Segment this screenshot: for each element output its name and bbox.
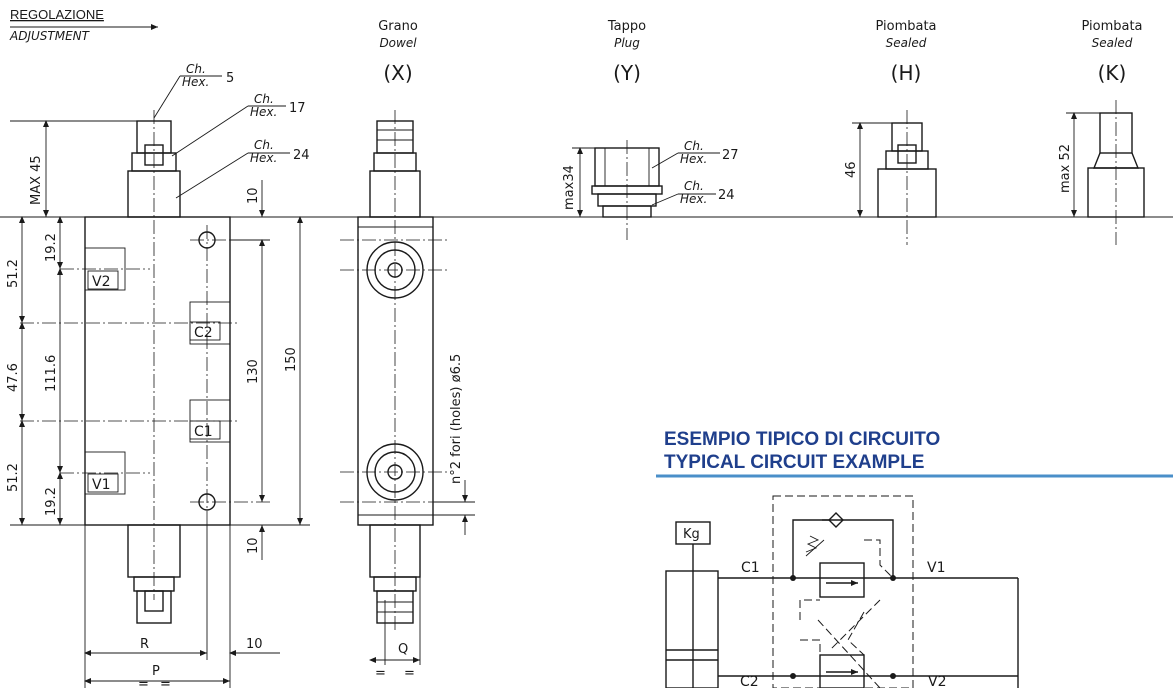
svg-text:27: 27 — [722, 148, 739, 163]
variant-h-header: Piombata Sealed (H) — [875, 19, 936, 85]
variant-y-header: Tappo Plug (Y) — [607, 19, 646, 85]
variant-k-header: Piombata Sealed (K) — [1081, 19, 1142, 85]
svg-text:Grano: Grano — [378, 19, 418, 34]
svg-text:51.2: 51.2 — [6, 463, 21, 492]
sealed-k-view: max 52 — [1058, 100, 1145, 245]
svg-text:Hex.: Hex. — [680, 152, 707, 166]
svg-text:MAX 45: MAX 45 — [29, 155, 44, 205]
svg-text:24: 24 — [718, 188, 735, 203]
svg-text:Hex.: Hex. — [680, 192, 707, 206]
svg-text:(X): (X) — [383, 61, 412, 85]
svg-text:Dowel: Dowel — [379, 36, 417, 50]
svg-text:10: 10 — [246, 637, 263, 652]
port-labels: V2 C2 C1 V1 — [87, 270, 221, 493]
sealed-h-view: 46 — [844, 110, 937, 245]
svg-text:max34: max34 — [562, 165, 577, 210]
svg-text:=: = — [404, 666, 415, 681]
svg-text:Sealed: Sealed — [1092, 36, 1133, 50]
svg-text:=: = — [375, 666, 386, 681]
svg-text:Hex.: Hex. — [250, 151, 277, 165]
svg-text:n°2 fori (holes) ø6.5: n°2 fori (holes) ø6.5 — [449, 354, 464, 484]
bottom-dimensions: R 10 P = = — [84, 525, 280, 688]
svg-text:Kg: Kg — [683, 527, 700, 542]
svg-text:111.6: 111.6 — [44, 355, 59, 392]
svg-text:Ch.: Ch. — [254, 138, 274, 152]
svg-text:V2: V2 — [928, 674, 946, 688]
svg-text:Ch.: Ch. — [186, 62, 206, 76]
svg-text:Hex.: Hex. — [250, 105, 277, 119]
plug-view: max34 Ch. Hex. 27 Ch. Hex. 24 — [562, 139, 739, 240]
svg-text:=: = — [160, 677, 171, 688]
svg-text:Ch.: Ch. — [684, 179, 704, 193]
svg-text:24: 24 — [293, 148, 310, 163]
svg-text:Ch.: Ch. — [684, 139, 704, 153]
svg-text:47.6: 47.6 — [6, 363, 21, 392]
right-dimensions: 10 130 150 10 — [230, 180, 310, 560]
side-view-dowel: Q = = n°2 fori (holes) ø6.5 — [340, 110, 475, 681]
svg-text:17: 17 — [289, 101, 306, 116]
svg-text:TYPICAL CIRCUIT EXAMPLE: TYPICAL CIRCUIT EXAMPLE — [664, 452, 924, 473]
svg-text:=: = — [138, 677, 149, 688]
svg-text:P: P — [152, 664, 160, 679]
svg-text:Plug: Plug — [614, 36, 640, 50]
svg-text:Piombata: Piombata — [1081, 19, 1142, 34]
svg-text:Ch.: Ch. — [254, 92, 274, 106]
svg-text:V1: V1 — [92, 477, 110, 493]
svg-text:C1: C1 — [194, 424, 213, 440]
svg-text:10: 10 — [246, 537, 261, 554]
svg-text:V1: V1 — [927, 560, 945, 576]
svg-text:ESEMPIO TIPICO DI CIRCUITO: ESEMPIO TIPICO DI CIRCUITO — [664, 429, 940, 450]
svg-text:5: 5 — [226, 71, 234, 86]
svg-text:10: 10 — [246, 187, 261, 204]
adjustment-label: REGOLAZIONE ADJUSTMENT — [9, 7, 158, 43]
svg-text:Sealed: Sealed — [886, 36, 927, 50]
svg-text:19.2: 19.2 — [44, 233, 59, 262]
svg-text:(H): (H) — [891, 61, 922, 85]
svg-text:REGOLAZIONE: REGOLAZIONE — [10, 7, 104, 22]
svg-text:150: 150 — [284, 347, 299, 372]
svg-text:51.2: 51.2 — [6, 259, 21, 288]
svg-text:Q: Q — [398, 642, 408, 657]
svg-text:(Y): (Y) — [613, 61, 641, 85]
variant-x-header: Grano Dowel (X) — [378, 19, 418, 85]
svg-text:(K): (K) — [1098, 61, 1127, 85]
hex-callouts-main: Ch. Hex. 5 Ch. Hex. 17 Ch. Hex. 24 — [153, 62, 310, 199]
svg-text:19.2: 19.2 — [44, 487, 59, 516]
svg-text:Piombata: Piombata — [875, 19, 936, 34]
svg-text:C2: C2 — [194, 325, 213, 341]
svg-text:130: 130 — [246, 359, 261, 384]
svg-text:46: 46 — [844, 161, 859, 178]
svg-text:ADJUSTMENT: ADJUSTMENT — [9, 29, 91, 43]
svg-text:max 52: max 52 — [1058, 144, 1073, 193]
svg-text:V2: V2 — [92, 274, 110, 290]
svg-text:R: R — [140, 637, 149, 652]
left-dimensions: MAX 45 51.2 19.2 47.6 111.6 51.2 19.2 — [6, 120, 140, 526]
svg-text:Tappo: Tappo — [607, 19, 646, 34]
circuit-diagram: Kg C1 V1 C2 V2 — [665, 495, 1019, 688]
svg-text:C2: C2 — [740, 674, 759, 688]
circuit-title: ESEMPIO TIPICO DI CIRCUITO TYPICAL CIRCU… — [656, 429, 1173, 478]
variant-headers: Grano Dowel (X) Tappo Plug (Y) Piombata … — [378, 19, 1142, 85]
svg-text:C1: C1 — [741, 560, 760, 576]
svg-text:Hex.: Hex. — [182, 75, 209, 89]
